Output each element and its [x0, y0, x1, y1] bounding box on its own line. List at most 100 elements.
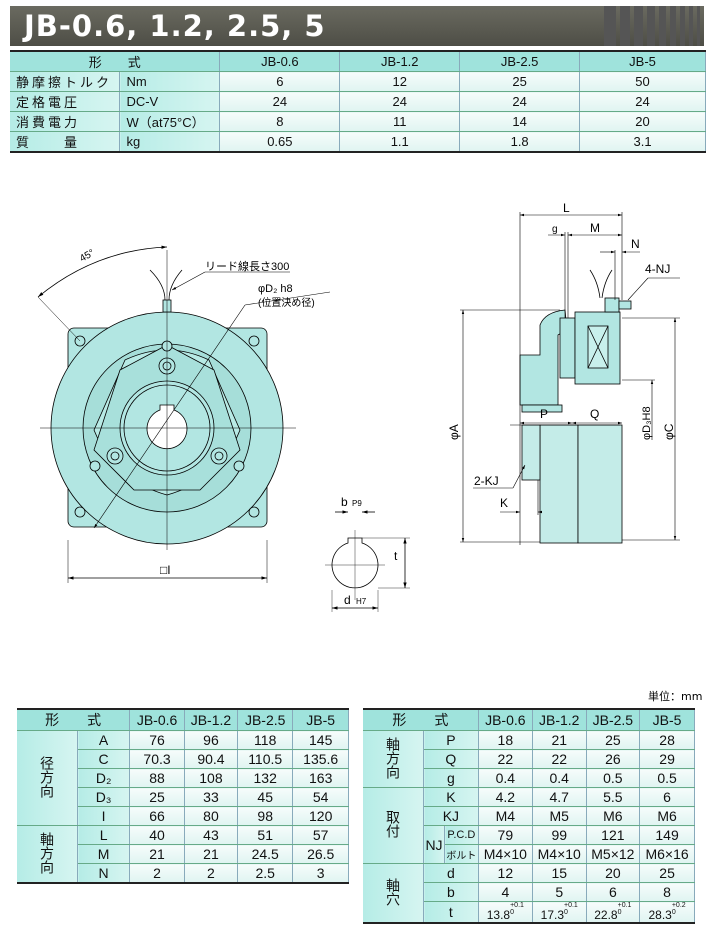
cell: 12	[478, 863, 533, 883]
cell: 21	[532, 730, 587, 750]
row-unit: kg	[119, 131, 221, 153]
cell: 2	[129, 863, 185, 884]
cell: 0.5	[639, 768, 695, 788]
model-header: JB-1.2	[532, 709, 587, 731]
model-header: JB-2.5	[459, 51, 581, 72]
dim-D3: φD₃H8	[641, 406, 653, 440]
cell: 25	[586, 730, 641, 750]
cell: 5	[532, 882, 587, 902]
cell: 6	[586, 882, 641, 902]
cell: M5×12	[586, 844, 641, 864]
key-view	[325, 510, 410, 612]
dimension-symbol: A	[77, 730, 131, 750]
cell: 20	[586, 863, 641, 883]
group-label: 取付	[363, 787, 424, 864]
group-label-text: 径方向	[39, 755, 55, 798]
dimension-symbol: b	[423, 882, 479, 902]
dimension-symbol: C	[77, 749, 131, 769]
spec-table: 形 式 JB-0.6 JB-1.2 JB-2.5 JB-5 静摩擦トルク Nm …	[10, 50, 706, 153]
cell: 70.3	[129, 749, 185, 769]
group-label: 軸方向	[363, 730, 424, 788]
side-view	[460, 212, 680, 545]
cell: 45	[237, 787, 294, 807]
model-header: JB-5	[579, 51, 706, 72]
dimension-symbol: t	[423, 901, 479, 924]
key-t-label: t	[394, 549, 398, 563]
model-header: JB-5	[639, 709, 695, 731]
cell: 24	[219, 91, 341, 112]
dimension-symbol: K	[423, 787, 479, 807]
cell: 2.5	[237, 863, 294, 884]
d2-note: (位置決め径)	[258, 296, 315, 309]
model-header: JB-0.6	[219, 51, 341, 72]
key-p9-label: P9	[352, 499, 362, 508]
dimension-symbol: M	[77, 844, 131, 864]
dim-g: g	[552, 224, 558, 235]
dimension-symbol: D₂	[77, 768, 131, 788]
cell: 21	[129, 844, 185, 864]
key-b-label: b	[341, 495, 348, 509]
row-unit: Nm	[119, 71, 221, 92]
cell: 24	[459, 91, 581, 112]
model-header: JB-0.6	[129, 709, 185, 731]
model-header: JB-0.6	[478, 709, 533, 731]
group-label: 径方向	[17, 730, 78, 826]
cell: 66	[129, 806, 185, 826]
cell: 145	[292, 730, 349, 750]
dim-N: N	[631, 237, 640, 251]
table-header-row: 形 式 JB-0.6 JB-1.2 JB-2.5 JB-5	[363, 709, 695, 731]
tolerance-lower: 0	[510, 909, 514, 916]
cell: 11	[339, 111, 461, 132]
cell: 3.1	[579, 131, 706, 153]
angle-label: 45°	[78, 248, 97, 265]
tolerance-lower: 0	[564, 909, 568, 916]
page-title: JB-0.6, 1.2, 2.5, 5	[24, 9, 326, 43]
model-header: JB-1.2	[339, 51, 461, 72]
model-header: JB-2.5	[586, 709, 641, 731]
dim-C: φC	[662, 423, 676, 440]
cell: 43	[184, 825, 239, 845]
cell: M6	[586, 806, 641, 826]
cell: 135.6	[292, 749, 349, 769]
cell: 25	[459, 71, 581, 92]
unit-label: 単位：mm	[648, 690, 703, 703]
cell: 0.65	[219, 131, 341, 153]
dim-L: L	[563, 201, 570, 215]
cell: 90.4	[184, 749, 239, 769]
cell: M4×10	[478, 844, 533, 864]
cell: 4.2	[478, 787, 533, 807]
table-header-row: 形 式 JB-0.6 JB-1.2 JB-2.5 JB-5	[17, 709, 349, 731]
cell: 80	[184, 806, 239, 826]
cell: 149	[639, 825, 695, 845]
row-label: 静摩擦トルク	[10, 71, 121, 92]
cell: M5	[532, 806, 587, 826]
title-stripes	[586, 6, 706, 46]
cell: 25	[129, 787, 185, 807]
t-value: 28.3	[648, 908, 672, 922]
tolerance-lower: 0	[671, 909, 676, 916]
cell: 120	[292, 806, 349, 826]
dim-P: P	[540, 407, 548, 421]
t-value: 22.8	[594, 908, 618, 922]
cell: 4	[478, 882, 533, 902]
dimension-symbol: I	[77, 806, 131, 826]
cell: 22	[532, 749, 587, 769]
cell: 79	[478, 825, 533, 845]
cell: 51	[237, 825, 294, 845]
cell: 24.5	[237, 844, 294, 864]
tolerance-upper: +0.1	[564, 902, 578, 909]
cell: 6	[219, 71, 341, 92]
dimension-symbol: KJ	[423, 806, 479, 826]
cell: 26	[586, 749, 641, 769]
